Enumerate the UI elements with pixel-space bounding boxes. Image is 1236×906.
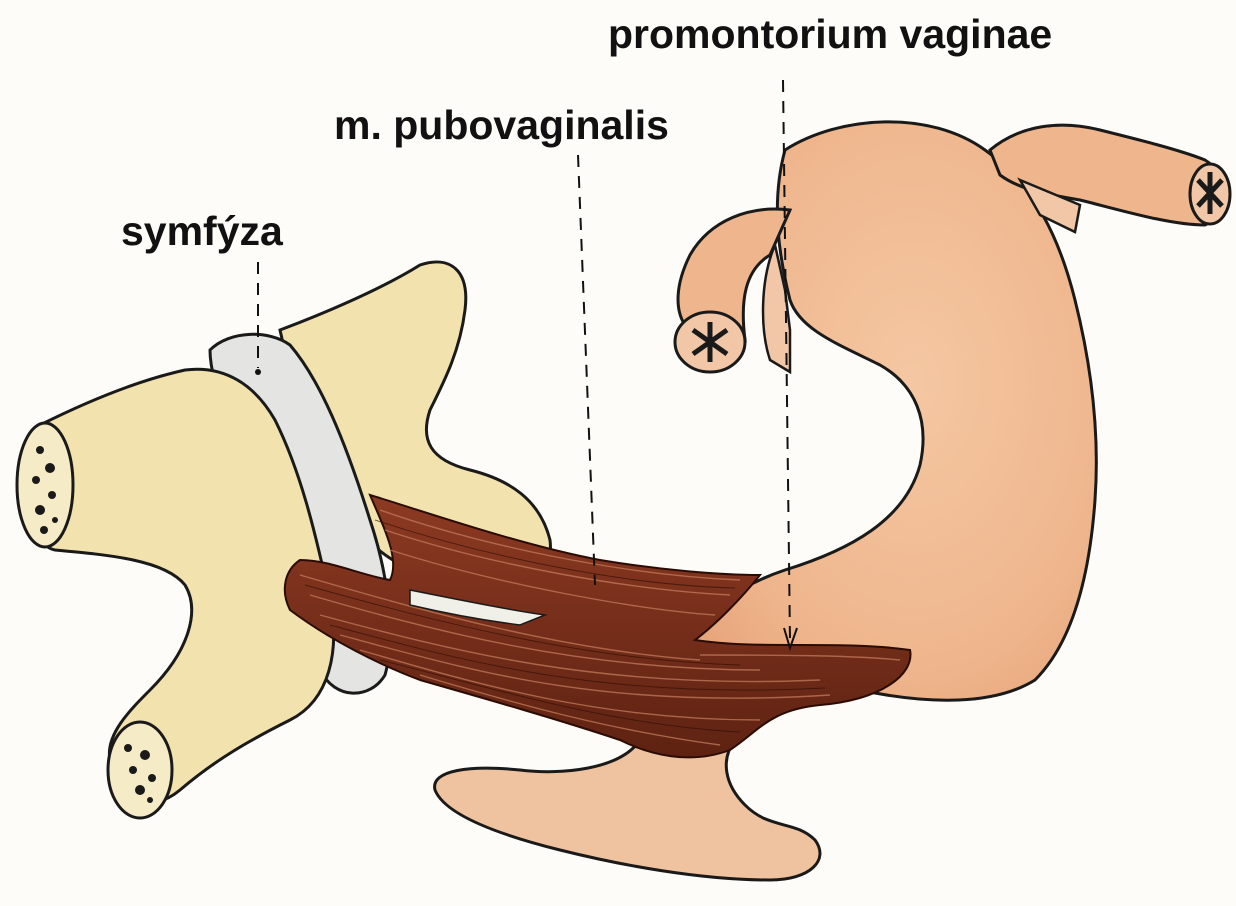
label-symfyza: symfýza — [121, 211, 283, 252]
left-tube — [675, 209, 790, 372]
label-promontorium-vaginae: promontorium vaginae — [608, 14, 1052, 55]
symphysis-dot-icon — [255, 369, 261, 375]
label-pubovaginalis: m. pubovaginalis — [334, 105, 669, 146]
bone-cut-lower-icon — [108, 722, 172, 818]
vestibule — [435, 740, 820, 880]
leader-pubovaginalis — [578, 155, 595, 585]
